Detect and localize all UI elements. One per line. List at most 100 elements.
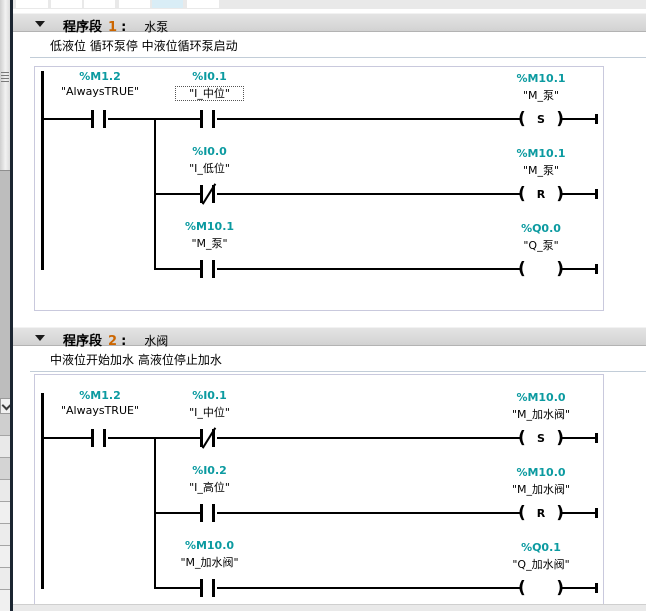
no-contact[interactable] bbox=[200, 260, 219, 284]
operand-address[interactable]: %M10.0 bbox=[184, 539, 235, 552]
rung-wire bbox=[154, 193, 202, 195]
operand-name[interactable]: "I_高位" bbox=[189, 481, 230, 494]
operand-name[interactable]: "I_中位" bbox=[189, 406, 230, 419]
operand-name[interactable]: "M_加水阀" bbox=[511, 483, 571, 496]
operand-address[interactable]: %I0.1 bbox=[192, 70, 227, 83]
operand-address[interactable]: %M10.1 bbox=[516, 147, 566, 160]
operand-address[interactable]: %M10.1 bbox=[516, 72, 566, 85]
side-strip-row bbox=[0, 568, 10, 590]
collapse-triangle-icon[interactable] bbox=[35, 335, 45, 341]
toolbar-button-clipped[interactable] bbox=[152, 0, 183, 8]
side-strip-row bbox=[0, 458, 10, 480]
operand-name[interactable]: "AlwaysTRUE" bbox=[60, 404, 140, 417]
network-name[interactable]: 水阀 bbox=[144, 334, 169, 348]
contact-bar bbox=[102, 110, 106, 128]
rung-wire bbox=[562, 118, 598, 120]
side-strip-row bbox=[0, 414, 10, 436]
rung-wire bbox=[154, 512, 202, 514]
collapse-triangle-icon[interactable] bbox=[35, 21, 45, 27]
rung-wire bbox=[217, 118, 520, 120]
separator-line bbox=[30, 57, 646, 58]
coil-symbol: R bbox=[536, 506, 546, 520]
operand-name[interactable]: "M_加水阀" bbox=[180, 556, 239, 569]
side-strip-row bbox=[0, 502, 10, 524]
scrollbar-thumb[interactable] bbox=[0, 0, 10, 171]
operand-address[interactable]: %M10.0 bbox=[516, 391, 566, 404]
operand-name[interactable]: "Q_加水阀" bbox=[512, 558, 570, 571]
operand-name[interactable]: "M_加水阀" bbox=[511, 408, 571, 421]
operand-address[interactable]: %M1.2 bbox=[79, 389, 121, 402]
coil-reset[interactable]: (R) bbox=[518, 182, 564, 206]
operand-address[interactable]: %Q0.1 bbox=[521, 541, 561, 554]
coil-set[interactable]: ( S) bbox=[518, 426, 564, 450]
nc-contact[interactable] bbox=[200, 427, 219, 453]
coil-paren: ( bbox=[518, 259, 526, 279]
rung-wire bbox=[217, 512, 520, 514]
rung-wire bbox=[217, 193, 520, 195]
coil-output[interactable]: ( ) bbox=[518, 257, 564, 281]
operand-address[interactable]: %M10.1 bbox=[184, 220, 235, 233]
operand-address[interactable]: %M1.2 bbox=[79, 70, 121, 83]
network-2-comment[interactable]: 中液位开始加水 高液位停止加水 bbox=[50, 353, 222, 367]
selected-operand-box[interactable]: "I_中位" bbox=[175, 86, 244, 101]
operand-name[interactable]: "AlwaysTRUE" bbox=[60, 85, 140, 98]
coil-paren: ( bbox=[518, 428, 526, 448]
rung-wire bbox=[154, 268, 202, 270]
operand-address[interactable]: %I0.0 bbox=[192, 145, 227, 158]
no-contact[interactable] bbox=[90, 429, 110, 453]
no-contact[interactable] bbox=[200, 579, 219, 603]
horizontal-scrollbar[interactable] bbox=[13, 604, 646, 611]
coil-reset[interactable]: (R) bbox=[518, 501, 564, 525]
toolbar-button-clipped[interactable] bbox=[16, 0, 48, 8]
no-contact[interactable] bbox=[200, 110, 219, 134]
wire-end-tick bbox=[595, 189, 598, 199]
separator-line bbox=[30, 371, 646, 372]
rung-wire bbox=[44, 437, 93, 439]
side-strip-row bbox=[0, 546, 10, 568]
network-1-comment[interactable]: 低液位 循环泵停 中液位循环泵启动 bbox=[50, 39, 238, 53]
operand-name[interactable]: "I_低位" bbox=[189, 162, 230, 175]
panel-divider bbox=[10, 0, 13, 611]
operand-address[interactable]: %Q0.0 bbox=[521, 222, 561, 235]
rung-wire bbox=[562, 512, 598, 514]
toolbar-button-clipped[interactable] bbox=[187, 0, 219, 8]
no-contact[interactable] bbox=[200, 504, 219, 528]
network-1-ladder-canvas: %M1.2 "AlwaysTRUE" %I0.1 "I_中位" (S) %M10.1 "M_… bbox=[34, 66, 604, 311]
coil-paren: ) bbox=[556, 428, 564, 448]
contact-bar bbox=[102, 429, 106, 447]
network-number: 1 bbox=[108, 20, 118, 35]
toolbar-button-clipped[interactable] bbox=[84, 0, 115, 8]
toolbar-clipped bbox=[13, 0, 646, 9]
vertical-scrollbar[interactable] bbox=[0, 0, 10, 611]
operand-name[interactable]: "Q_泵" bbox=[523, 239, 559, 252]
coil-symbol: R bbox=[536, 187, 546, 201]
rung-wire bbox=[562, 587, 598, 589]
coil-symbol: S bbox=[537, 112, 545, 126]
operand-name[interactable]: "M_泵" bbox=[522, 89, 560, 102]
operand-address[interactable]: %I0.1 bbox=[192, 389, 227, 402]
coil-output[interactable]: ( ) bbox=[518, 576, 564, 600]
rung-wire bbox=[562, 437, 598, 439]
toolbar-button-clipped[interactable] bbox=[119, 0, 150, 8]
operand-name[interactable]: "I_中位" bbox=[125, 85, 295, 101]
toolbar-button-clipped[interactable] bbox=[51, 0, 82, 8]
operand-address[interactable]: %M10.0 bbox=[516, 466, 566, 479]
operand-name[interactable]: "M_泵" bbox=[191, 237, 228, 250]
nc-contact[interactable] bbox=[200, 183, 219, 209]
no-contact[interactable] bbox=[90, 110, 110, 134]
network-name[interactable]: 水泵 bbox=[144, 20, 169, 34]
side-strip-rows bbox=[0, 414, 10, 611]
coil-symbol: S bbox=[537, 431, 545, 445]
wire-end-tick bbox=[595, 433, 598, 443]
network-colon: : bbox=[121, 20, 127, 35]
coil-set[interactable]: (S) bbox=[518, 107, 564, 131]
contact-bar bbox=[212, 504, 215, 522]
coil-paren: ( bbox=[518, 578, 526, 598]
operand-name[interactable]: "M_泵" bbox=[522, 164, 560, 177]
network-label: 程序段 bbox=[63, 334, 103, 349]
operand-address[interactable]: %I0.2 bbox=[192, 464, 227, 477]
